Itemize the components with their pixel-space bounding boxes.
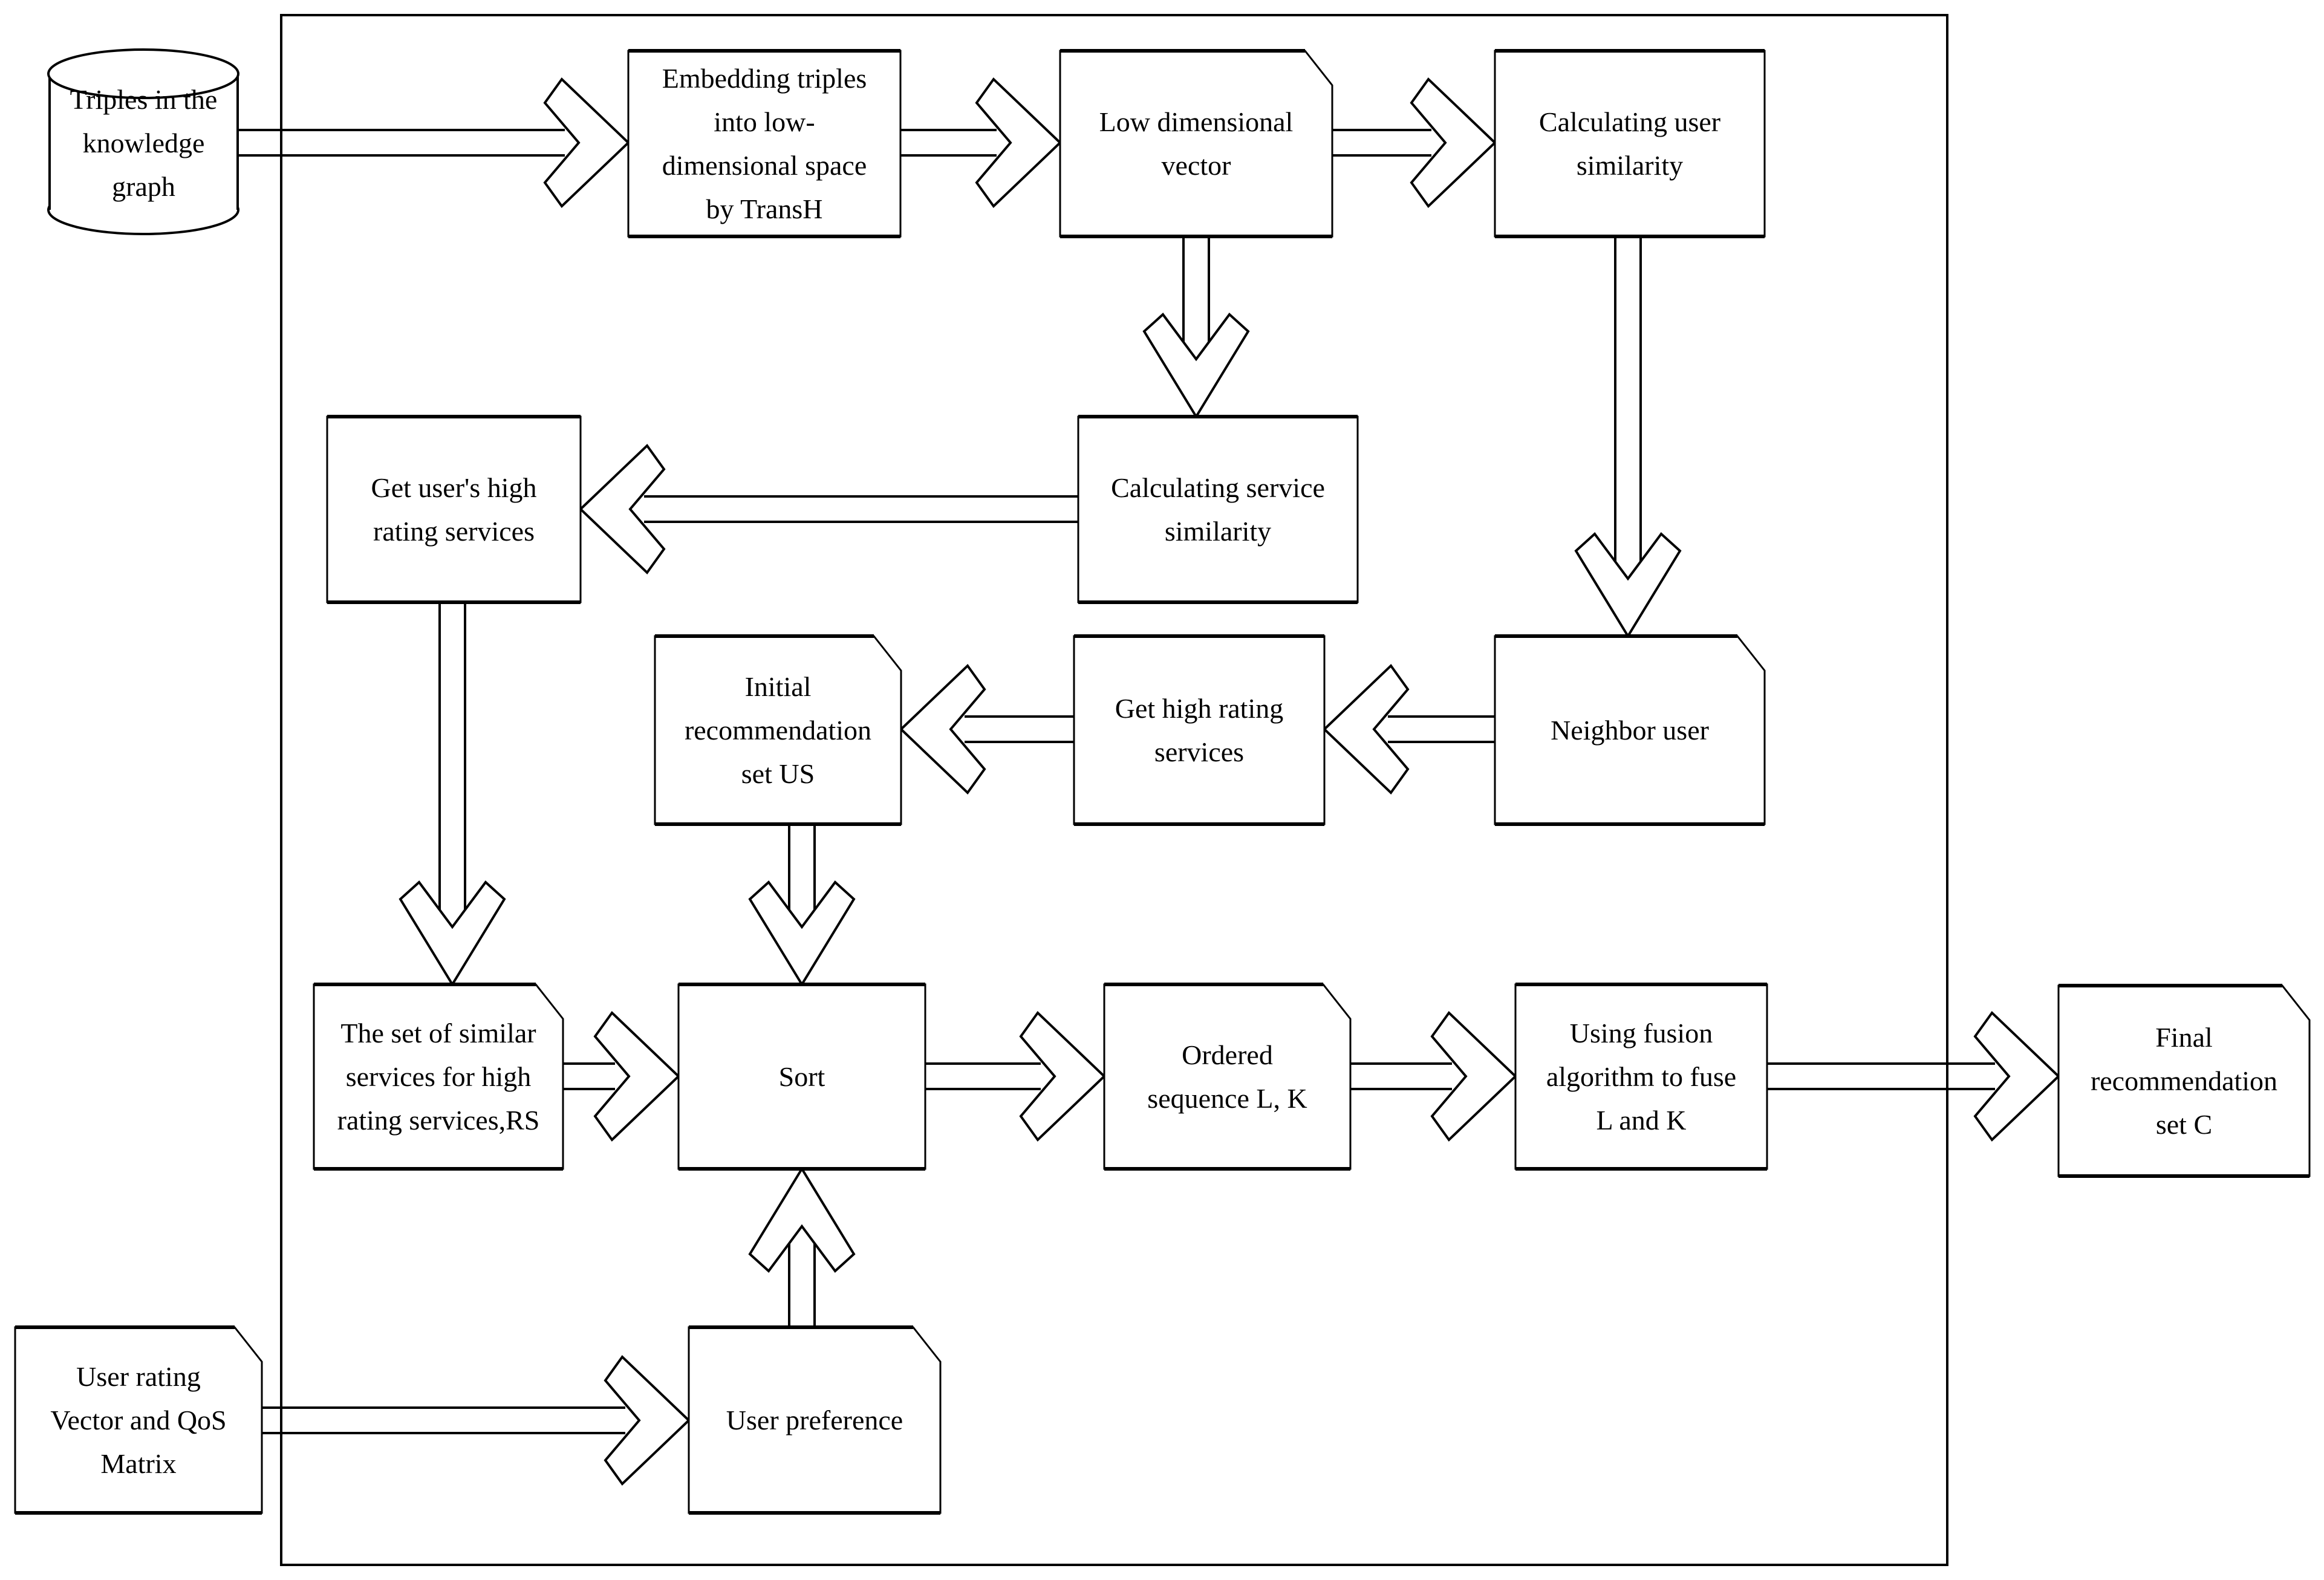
arrow-userrating-to-userpref — [262, 1354, 691, 1486]
arrow-sort-to-ordered — [925, 1010, 1106, 1142]
arrow-gethigh-to-initialus — [899, 663, 1074, 795]
card-user-rating-shape — [14, 1325, 263, 1515]
database-cylinder-shape — [47, 48, 239, 235]
arrow-ordered-to-fusion — [1350, 1010, 1517, 1142]
arrow-lowdim-to-calcservice — [1142, 236, 1250, 419]
arrow-userpref-to-sort — [748, 1166, 856, 1327]
arrow-fusion-to-final — [1767, 1010, 2060, 1142]
box-sort-shape — [677, 983, 926, 1171]
box-calc-service-similarity-shape — [1077, 415, 1359, 604]
arrow-triples-to-embedding — [239, 77, 630, 209]
box-get-high-rating-shape — [1073, 634, 1326, 826]
box-embedding-shape — [627, 49, 902, 238]
box-calc-user-similarity-shape — [1494, 49, 1766, 238]
arrow-calcuser-to-neighbor — [1574, 236, 1682, 639]
card-user-preference-shape — [688, 1325, 942, 1515]
arrow-neighbor-to-gethigh — [1323, 663, 1495, 795]
card-final-recommendation-shape — [2057, 984, 2311, 1178]
arrow-initialus-to-sort — [748, 824, 856, 987]
card-ordered-sequence-shape — [1103, 983, 1352, 1171]
arrow-rs-to-sort — [563, 1010, 680, 1142]
card-initial-us-shape — [654, 634, 902, 826]
card-rs-set-shape — [313, 983, 564, 1171]
arrow-lowdim-to-calcuser — [1332, 77, 1497, 209]
box-get-users-high-shape — [326, 415, 582, 604]
outer-border — [280, 14, 1948, 1566]
arrow-getusershigh-to-rs — [399, 602, 506, 987]
arrow-calcservice-to-getusershigh — [579, 443, 1078, 575]
arrow-embedding-to-lowdim — [900, 77, 1062, 209]
card-neighbor-user-shape — [1494, 634, 1766, 826]
card-low-dimensional-vector-shape — [1059, 49, 1333, 238]
box-fusion-shape — [1514, 983, 1768, 1171]
